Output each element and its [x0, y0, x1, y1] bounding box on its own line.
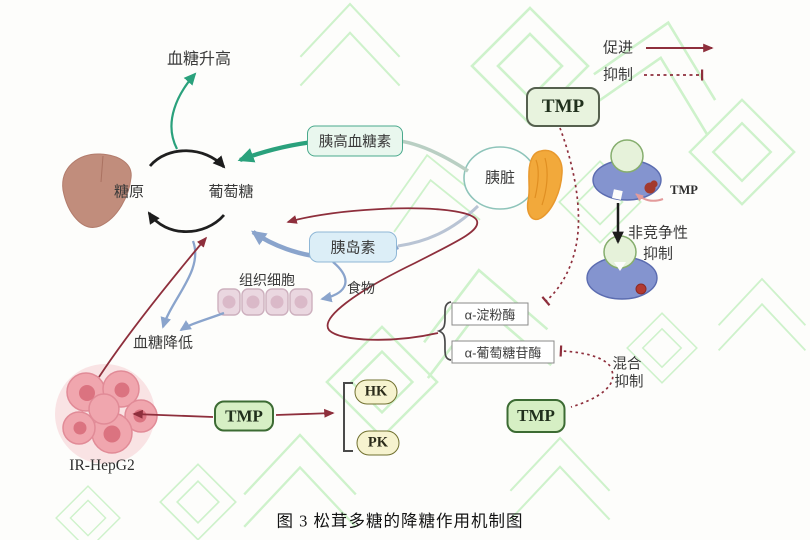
alpha-glucosidase-label: α-葡萄糖苷酶 [464, 345, 542, 361]
tmp-binding-arrow [635, 193, 664, 202]
hk-label: HK [364, 383, 388, 400]
blood-sugar-up-label: 血糖升高 [166, 50, 232, 68]
tmp-inhibits-amylase-dash [541, 127, 580, 306]
kinase-bracket [343, 382, 353, 452]
pancreas-label: 胰脏 [484, 169, 516, 187]
alpha-amylase-label: α-淀粉酶 [464, 307, 516, 323]
hk-node: HK [354, 379, 398, 405]
tissue-cells-icon [217, 288, 313, 316]
cells-to-blooddown-arrow [179, 311, 225, 331]
insulin-to-cells-arrow [320, 261, 347, 303]
glycogen-glucose-cycle [147, 149, 226, 234]
mixed-inhibition-label-line2: 抑制 [614, 374, 644, 391]
mixed-inhibition-dash-lower [570, 370, 614, 408]
tmp-molecule-icon [644, 180, 658, 194]
enzyme-bracket [436, 301, 452, 361]
ir-hepg2-label: IR-HepG2 [69, 457, 135, 475]
enzyme-substrate-icon [592, 139, 662, 201]
pancreas-to-insulin-line [397, 204, 480, 248]
tmp-node-bottom: TMP [506, 399, 566, 433]
tmp-label: TMP [541, 96, 585, 117]
pk-node: PK [356, 430, 400, 456]
blood-sugar-down-label: 血糖降低 [132, 334, 194, 352]
tmp-label: TMP [225, 406, 263, 425]
glucose-to-bloodup-arrow [170, 72, 197, 150]
mixed-inhibition-dash-upper [559, 345, 611, 367]
liver-icon [62, 153, 132, 228]
pk-label: PK [367, 434, 389, 451]
tissue-cells-label: 组织细胞 [239, 271, 295, 288]
pancreas-icon [526, 149, 563, 221]
glycogen-label: 糖原 [113, 183, 145, 201]
glucagon-node: 胰高血糖素 [307, 125, 403, 157]
tmp-to-hepg2-arrow [132, 409, 214, 419]
noncompetitive-inhibition-label-line2: 抑制 [642, 245, 674, 263]
tmp-molecule-label: TMP [670, 182, 698, 197]
alpha-amylase-node: α-淀粉酶 [451, 302, 529, 326]
hepg2-to-cycle-arrow [98, 236, 208, 378]
legend-promote-label: 促进 [602, 39, 634, 57]
tmp-to-kinases-arrow [275, 408, 335, 418]
glucagon-label: 胰高血糖素 [318, 134, 392, 151]
insulin-label: 胰岛素 [330, 239, 376, 257]
glucose-label: 葡萄糖 [208, 183, 254, 201]
tmp-node-mid: TMP [214, 400, 274, 432]
insulin-node: 胰岛素 [309, 231, 397, 263]
alpha-glucosidase-node: α-葡萄糖苷酶 [451, 340, 555, 364]
figure-caption: 图 3 松茸多糖的降糖作用机制图 [276, 511, 524, 531]
pancreas-to-glucagon-line [391, 138, 469, 173]
tmp-node-top: TMP [526, 87, 600, 127]
watermark-pattern [55, 2, 807, 540]
noncompetitive-inhibition-label-line1: 非竞争性 [627, 224, 689, 242]
tmp-label: TMP [517, 406, 555, 425]
legend-inhibit-label: 抑制 [602, 66, 634, 84]
mixed-inhibition-label-line1: 混合 [612, 356, 642, 373]
enzymes-to-glucose-arrow [286, 207, 479, 341]
food-label: 食物 [347, 279, 375, 296]
